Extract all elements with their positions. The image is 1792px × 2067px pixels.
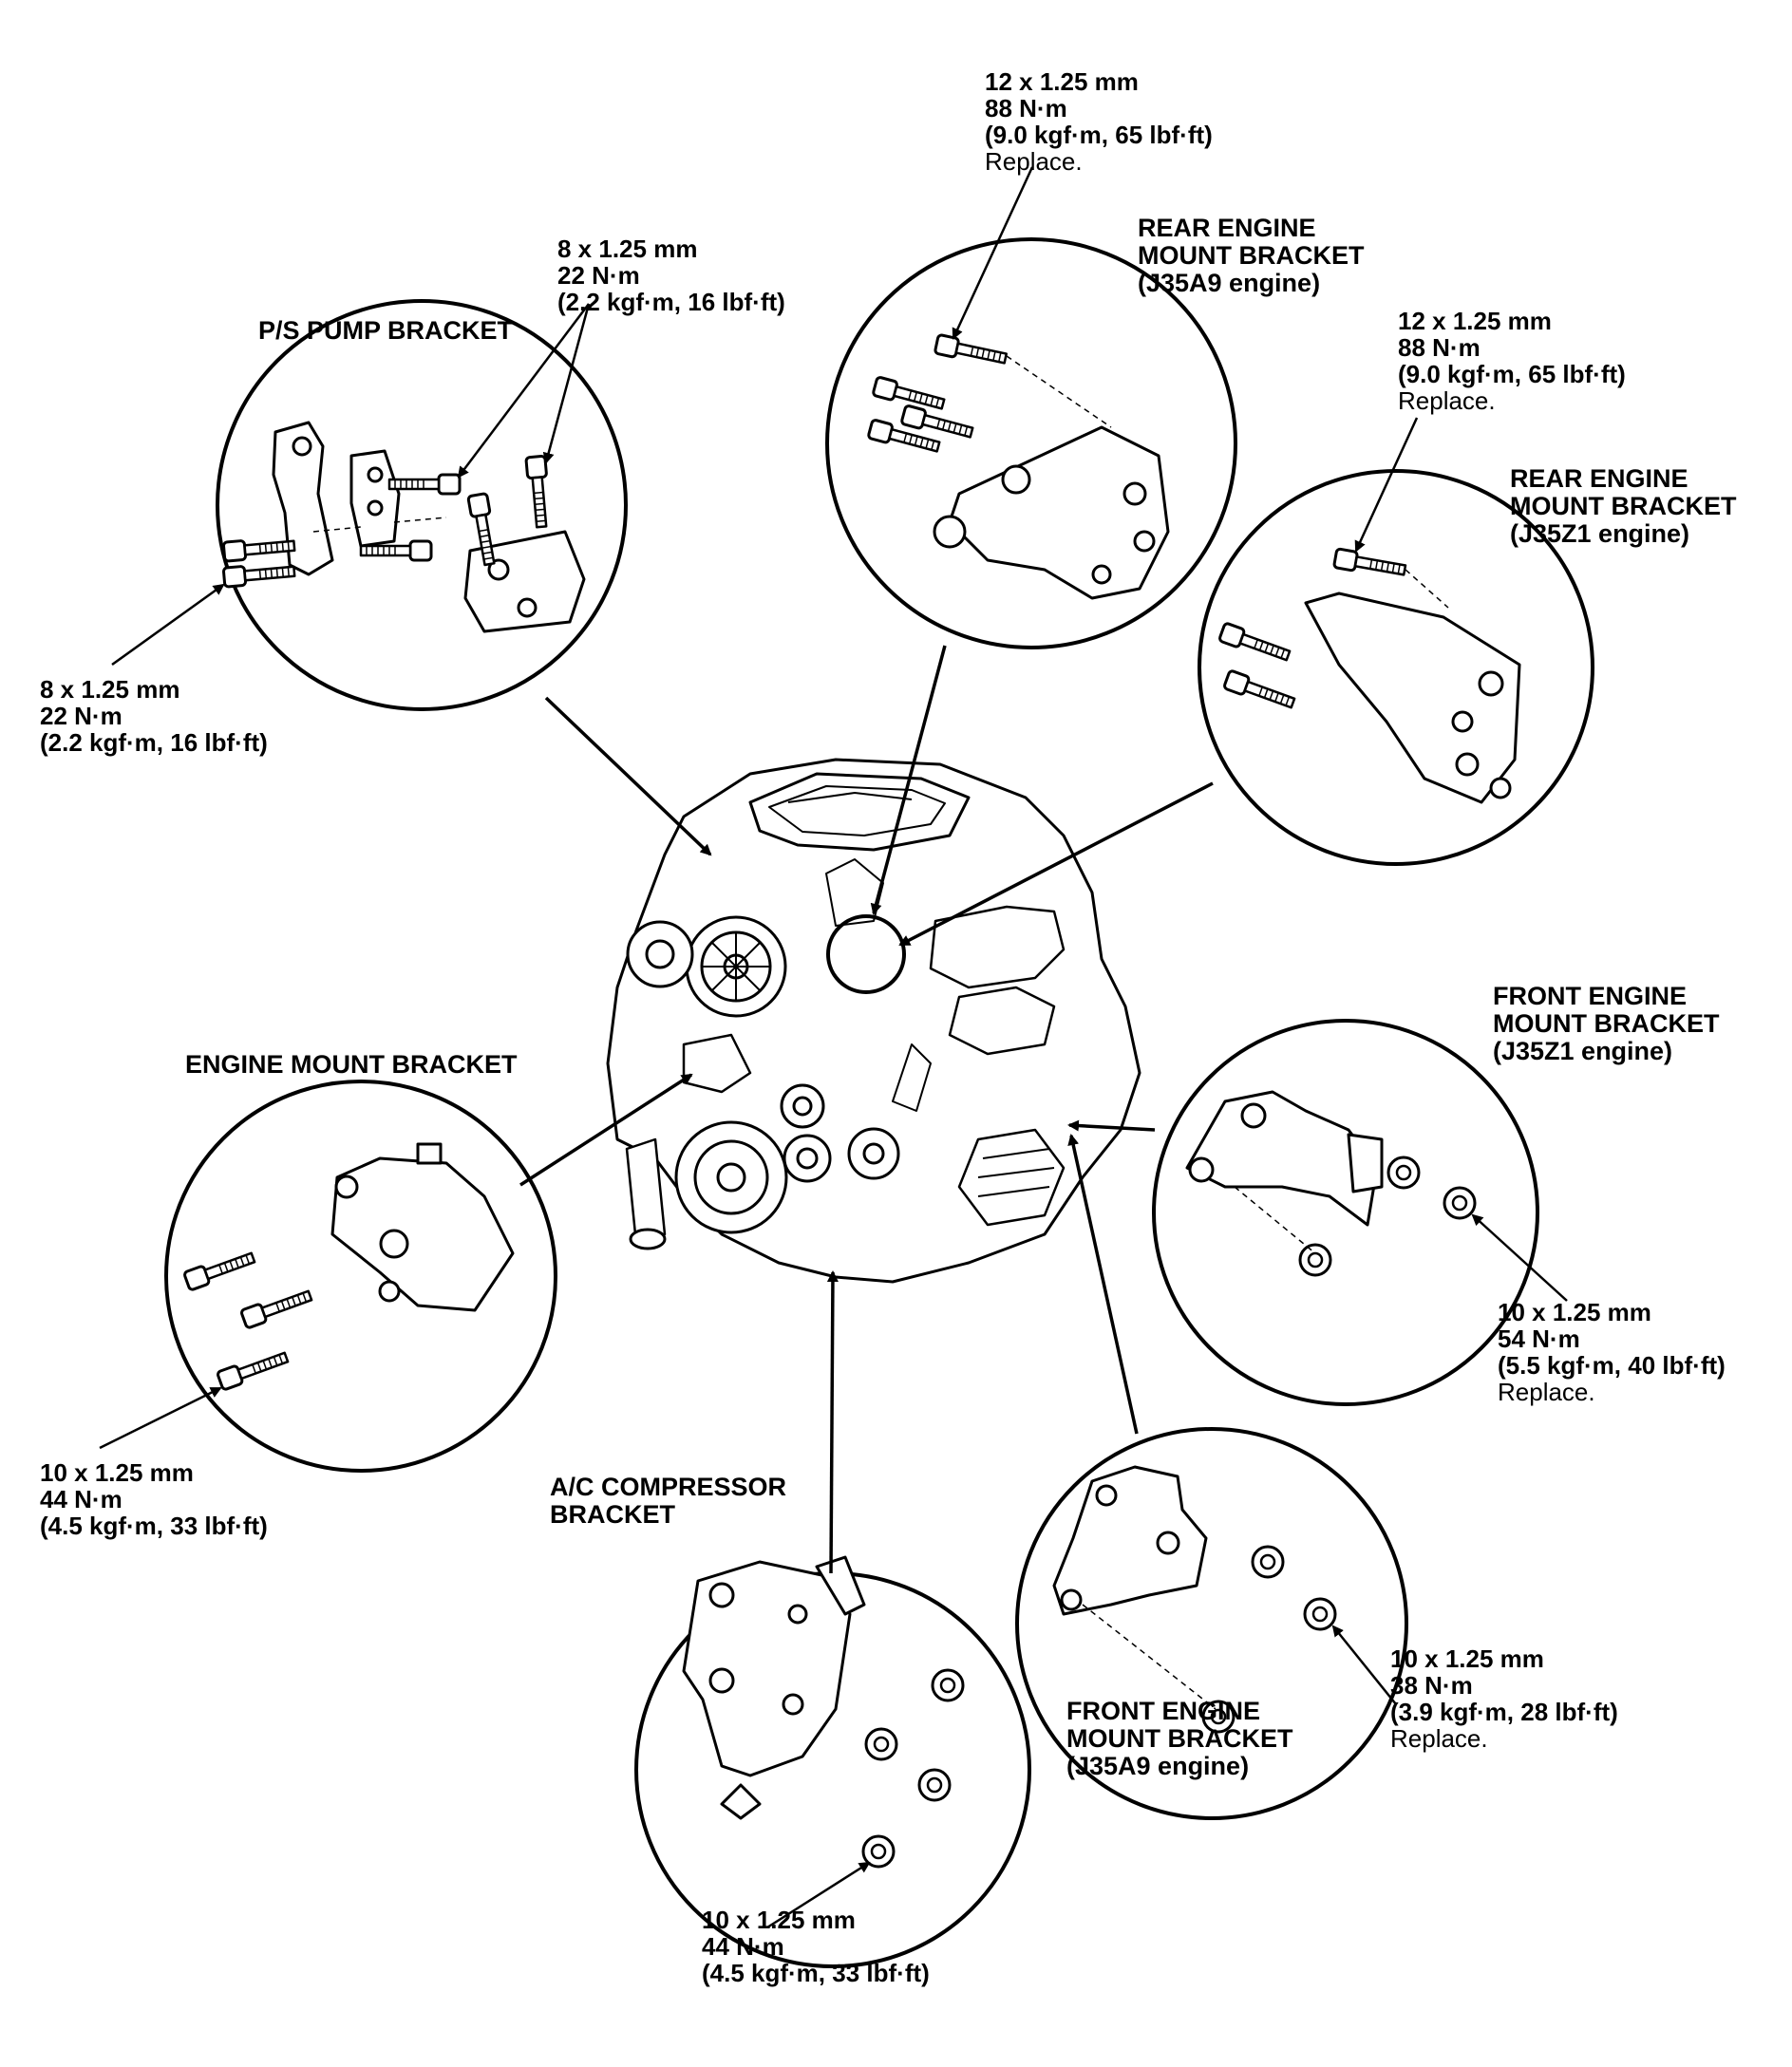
title-line: MOUNT BRACKET <box>1493 1009 1720 1038</box>
spec-note: Replace. <box>985 147 1083 176</box>
ps-pump-bracket-title: P/S PUMP BRACKET <box>258 316 514 345</box>
title-line: (J35A9 engine) <box>1138 269 1321 297</box>
spec-line: 44 N·m <box>702 1932 784 1961</box>
front-mount-a9-title: FRONT ENGINE MOUNT BRACKET (J35A9 engine… <box>1066 1698 1292 1780</box>
spec-line: 88 N·m <box>1398 333 1481 362</box>
front-mount-a9-torque-spec: 10 x 1.25 mm 38 N·m (3.9 kgf·m, 28 lbf·f… <box>1390 1645 1618 1752</box>
spec-line: 10 x 1.25 mm <box>702 1906 856 1934</box>
title-line: MOUNT BRACKET <box>1138 241 1365 270</box>
title-line: REAR ENGINE <box>1138 214 1316 242</box>
spec-line: (4.5 kgf·m, 33 lbf·ft) <box>702 1959 930 1987</box>
ps-pump-bracket-part <box>272 421 586 633</box>
title-line: A/C COMPRESSOR <box>550 1473 787 1501</box>
spec-line: 22 N·m <box>40 702 123 730</box>
spec-line: 38 N·m <box>1390 1671 1473 1700</box>
rear-mount-z1-title: REAR ENGINE MOUNT BRACKET (J35Z1 engine) <box>1510 465 1736 548</box>
title-line: (J35A9 engine) <box>1066 1752 1250 1780</box>
front-mount-z1-title: FRONT ENGINE MOUNT BRACKET (J35Z1 engine… <box>1493 983 1719 1065</box>
title-line: MOUNT BRACKET <box>1510 492 1737 520</box>
ps-pump-left-torque-spec: 8 x 1.25 mm 22 N·m (2.2 kgf·m, 16 lbf·ft… <box>40 676 268 756</box>
front-mount-a9-detail-circle <box>1015 1427 1408 1820</box>
title-line: (J35Z1 engine) <box>1493 1037 1673 1065</box>
ps-pump-top-torque-spec: 8 x 1.25 mm 22 N·m (2.2 kgf·m, 16 lbf·ft… <box>557 235 785 315</box>
spec-line: (2.2 kgf·m, 16 lbf·ft) <box>557 288 785 316</box>
title-line: FRONT ENGINE <box>1493 982 1688 1010</box>
spec-line: 8 x 1.25 mm <box>40 675 180 704</box>
spec-line: (4.5 kgf·m, 33 lbf·ft) <box>40 1512 268 1540</box>
spec-line: 88 N·m <box>985 94 1067 122</box>
spec-line: (2.2 kgf·m, 16 lbf·ft) <box>40 728 268 757</box>
spec-line: 12 x 1.25 mm <box>985 67 1139 96</box>
rear-mount-z1-bracket-part <box>1304 592 1521 804</box>
front-mount-z1-bracket-part <box>1185 1090 1384 1227</box>
ac-compressor-bracket-part <box>682 1555 866 1820</box>
title-line: FRONT ENGINE <box>1066 1697 1261 1725</box>
rear-mount-z1-detail-circle <box>1198 469 1594 866</box>
front-mount-z1-detail-circle <box>1152 1019 1539 1406</box>
rear-mount-a9-title: REAR ENGINE MOUNT BRACKET (J35A9 engine) <box>1138 215 1364 297</box>
spec-line: 22 N·m <box>557 261 640 290</box>
rear-mount-a9-bracket-part <box>933 425 1170 600</box>
rear-mount-a9-torque-spec: 12 x 1.25 mm 88 N·m (9.0 kgf·m, 65 lbf·f… <box>985 68 1213 175</box>
spec-line: 12 x 1.25 mm <box>1398 307 1552 335</box>
ps-pump-detail-circle <box>216 299 628 711</box>
title-line: REAR ENGINE <box>1510 464 1688 493</box>
spec-note: Replace. <box>1398 386 1496 415</box>
ac-compressor-torque-spec: 10 x 1.25 mm 44 N·m (4.5 kgf·m, 33 lbf·f… <box>702 1907 930 1986</box>
title-line: BRACKET <box>550 1500 675 1529</box>
spec-line: 8 x 1.25 mm <box>557 235 698 263</box>
engine-mount-bracket-title: ENGINE MOUNT BRACKET <box>185 1050 518 1079</box>
engine-mount-bracket-part <box>330 1142 515 1312</box>
engine-assembly <box>606 758 1141 1284</box>
title-line: MOUNT BRACKET <box>1066 1724 1293 1753</box>
front-mount-z1-torque-spec: 10 x 1.25 mm 54 N·m (5.5 kgf·m, 40 lbf·f… <box>1498 1299 1726 1405</box>
spec-line: 10 x 1.25 mm <box>1498 1298 1651 1326</box>
rear-mount-z1-torque-spec: 12 x 1.25 mm 88 N·m (9.0 kgf·m, 65 lbf·f… <box>1398 308 1626 414</box>
front-mount-a9-bracket-part <box>1052 1465 1208 1616</box>
spec-line: 54 N·m <box>1498 1325 1580 1353</box>
spec-line: (5.5 kgf·m, 40 lbf·ft) <box>1498 1351 1726 1380</box>
title-line: (J35Z1 engine) <box>1510 519 1690 548</box>
leader-lines <box>99 166 1568 1929</box>
spec-line: (9.0 kgf·m, 65 lbf·ft) <box>985 121 1213 149</box>
ac-compressor-bracket-title: A/C COMPRESSOR BRACKET <box>550 1474 786 1529</box>
spec-note: Replace. <box>1390 1724 1488 1753</box>
detail-circles <box>164 237 1594 1968</box>
engine-mount-detail-circle <box>164 1080 557 1473</box>
spec-line: 44 N·m <box>40 1485 123 1513</box>
engine-mount-torque-spec: 10 x 1.25 mm 44 N·m (4.5 kgf·m, 33 lbf·f… <box>40 1459 268 1539</box>
spec-line: (9.0 kgf·m, 65 lbf·ft) <box>1398 360 1626 388</box>
rear-mount-a9-detail-circle <box>825 237 1237 649</box>
spec-note: Replace. <box>1498 1378 1595 1406</box>
spec-line: (3.9 kgf·m, 28 lbf·ft) <box>1390 1698 1618 1726</box>
spec-line: 10 x 1.25 mm <box>40 1458 194 1487</box>
spec-line: 10 x 1.25 mm <box>1390 1644 1544 1673</box>
